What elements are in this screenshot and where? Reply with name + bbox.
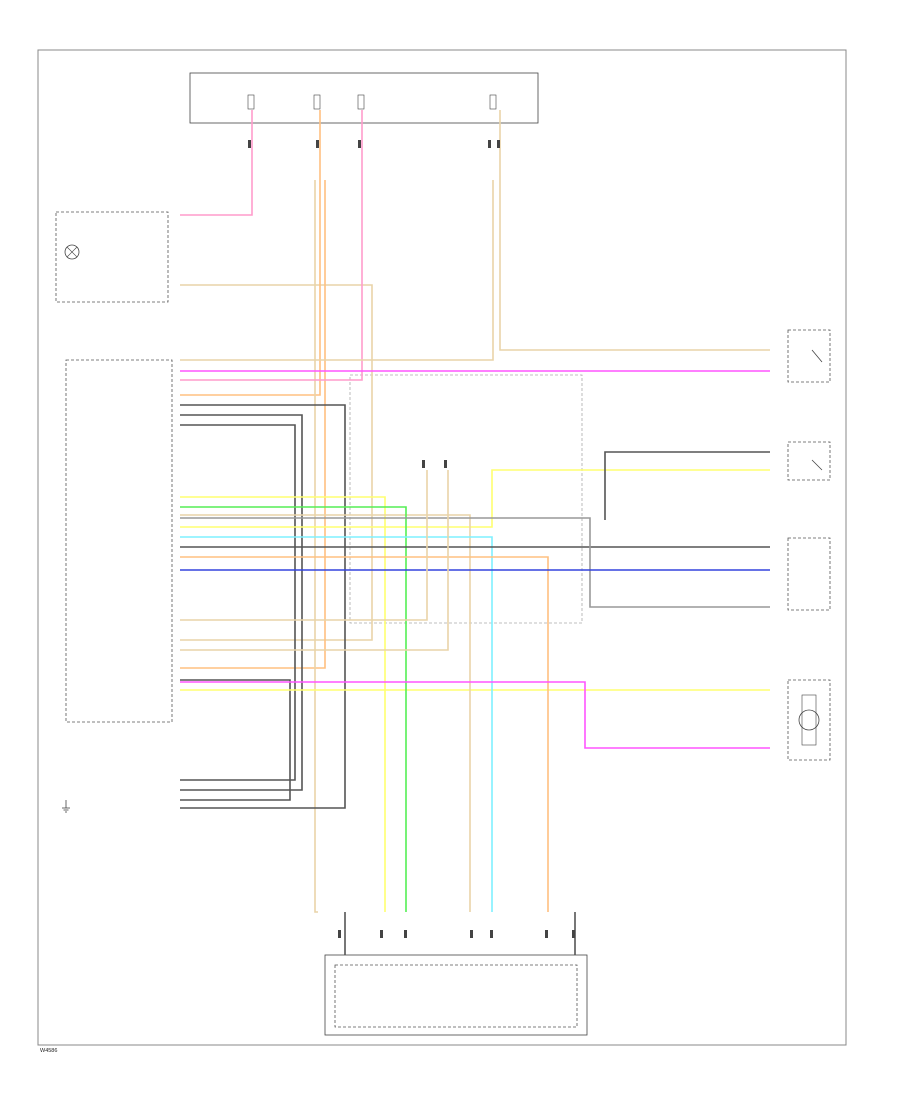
splice-area bbox=[349, 374, 583, 624]
wire-yellow-2 bbox=[180, 469, 770, 528]
diagram-code: W4586 bbox=[40, 1048, 57, 1054]
wire-tan-cluster bbox=[180, 284, 373, 641]
lamp-icon bbox=[64, 244, 80, 260]
wire-tan-brake-2 bbox=[180, 180, 494, 361]
wire-pink-2 bbox=[180, 110, 363, 381]
pin-markers bbox=[248, 140, 575, 938]
wire-tan-2 bbox=[314, 180, 318, 913]
wire-orange-2 bbox=[180, 180, 326, 669]
wire-tan-3 bbox=[180, 514, 471, 912]
wire-cyan bbox=[180, 536, 493, 912]
sensor-box bbox=[787, 537, 831, 611]
fuse-4 bbox=[489, 94, 497, 110]
wire-magenta-vss bbox=[180, 681, 770, 749]
vehicle-speed-sensor-box bbox=[787, 679, 831, 761]
wire-pink-cluster bbox=[180, 110, 253, 216]
wire-gray-sensor bbox=[180, 517, 770, 608]
wire-tan-splice-1 bbox=[180, 470, 428, 621]
second-brake-switch-box bbox=[787, 441, 831, 481]
wire-tan-splice-2 bbox=[180, 470, 449, 651]
wire-yellow-1 bbox=[180, 496, 386, 912]
wire-orange-3 bbox=[180, 556, 549, 912]
tcc-brake-switch-box bbox=[787, 329, 831, 383]
powertrain-control-module-box bbox=[65, 359, 173, 723]
wire-black-2 bbox=[180, 414, 303, 791]
wire-tan-brake bbox=[499, 110, 770, 351]
sensor-coil-icon bbox=[798, 694, 820, 746]
wires bbox=[180, 110, 770, 955]
fuse-block bbox=[189, 72, 539, 124]
wire-orange-1 bbox=[180, 110, 321, 396]
ground-icon bbox=[62, 800, 70, 813]
switch-icon bbox=[811, 349, 823, 471]
fuse-3 bbox=[357, 94, 365, 110]
wire-black-3 bbox=[180, 424, 296, 781]
instrument-cluster-box bbox=[55, 211, 169, 303]
wire-black-brake2 bbox=[604, 451, 770, 520]
fuse-2 bbox=[313, 94, 321, 110]
wire-black-4 bbox=[180, 679, 291, 801]
wire-black-1 bbox=[180, 404, 346, 809]
transaxle-inner-box bbox=[334, 964, 578, 1028]
fuse-1 bbox=[247, 94, 255, 110]
transaxle-box bbox=[324, 954, 588, 1036]
wire-green bbox=[180, 506, 407, 912]
diagram-border bbox=[37, 49, 847, 1046]
